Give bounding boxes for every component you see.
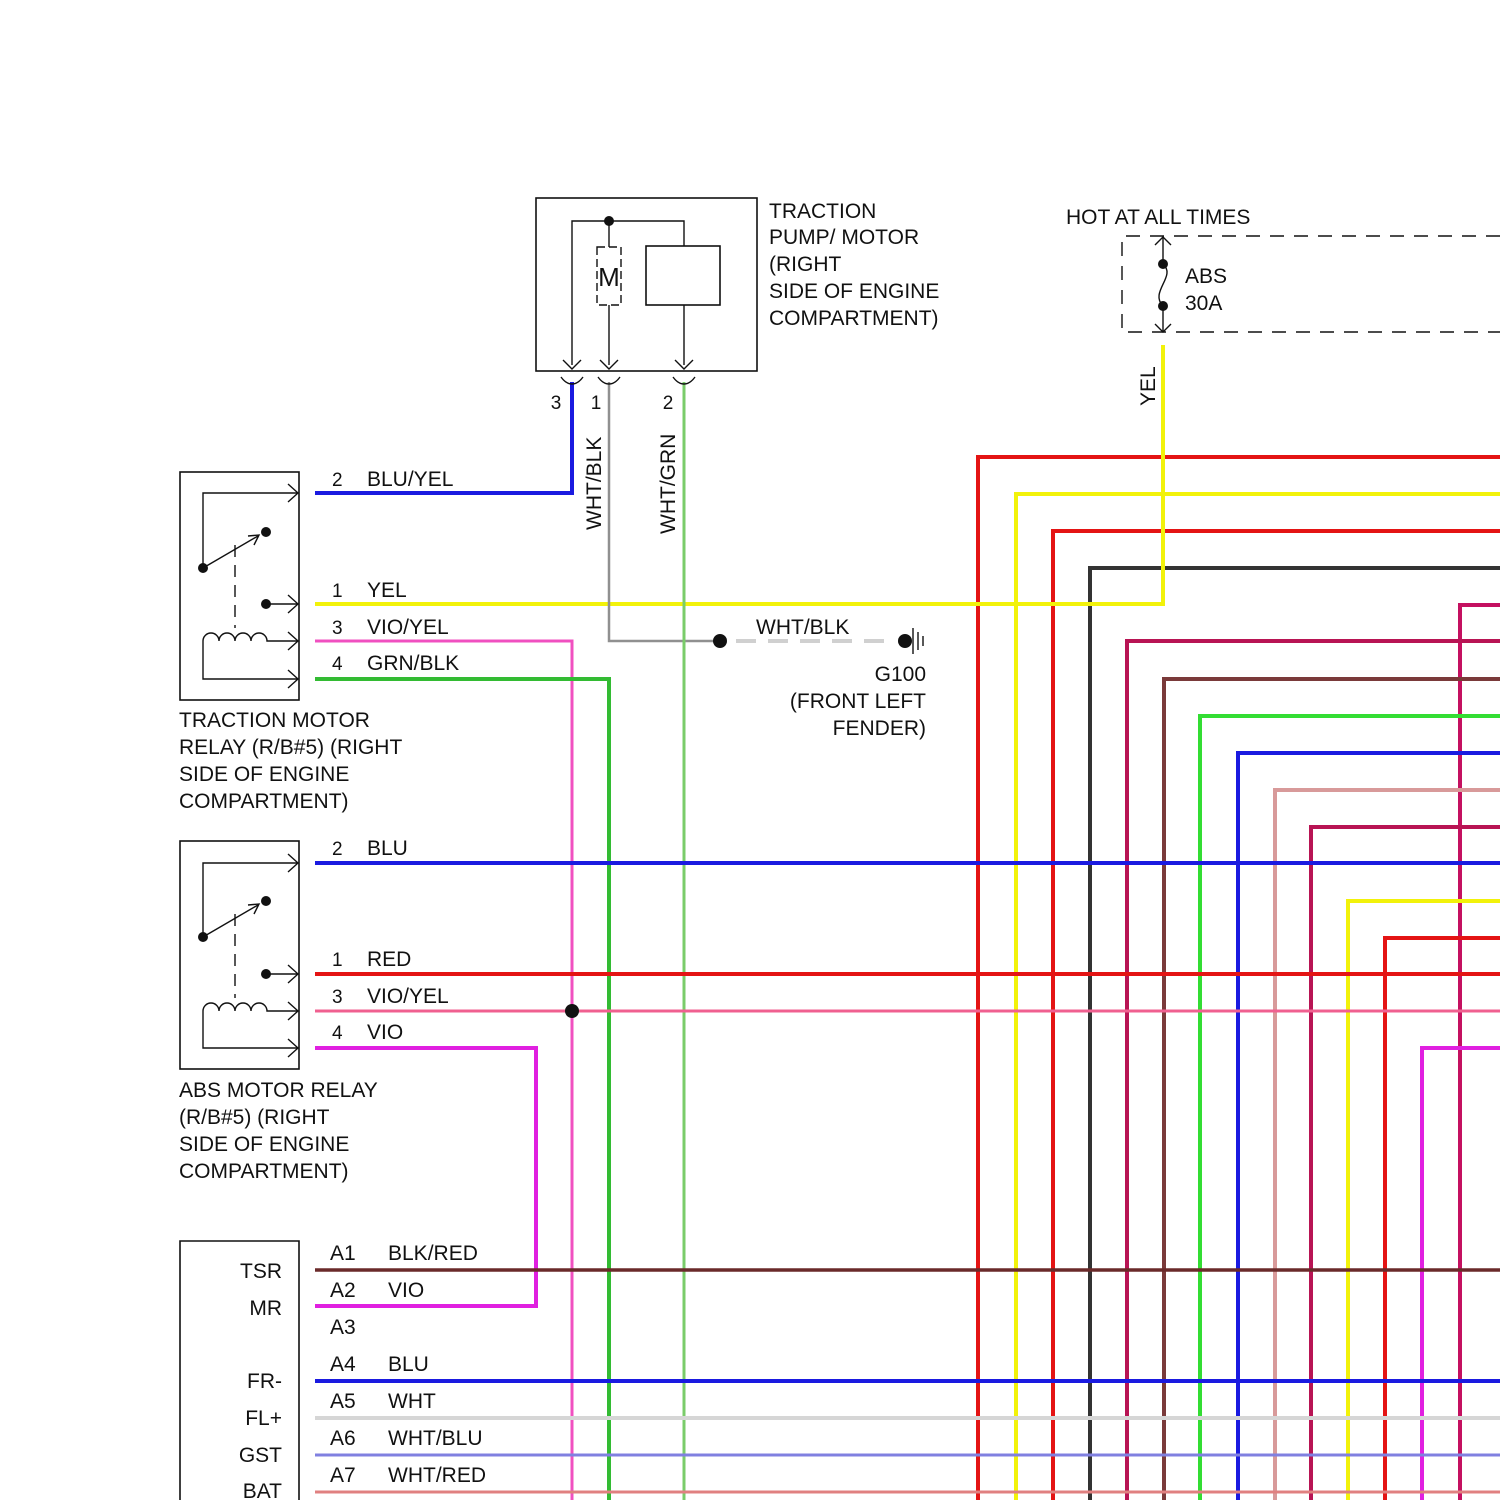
fuse-name: ABS <box>1185 265 1227 288</box>
traction-relay-title-line-2: RELAY (R/B#5) (RIGHT <box>179 736 402 759</box>
traction-pump-motor: M 3 1 2 TRACTION PUMP/ MOTOR (RIGHT SIDE… <box>536 198 939 534</box>
connector-pin-a4: A4 <box>330 1353 356 1376</box>
ground-name: G100 <box>875 663 926 686</box>
connector-func-a4: FR- <box>247 1370 282 1393</box>
abs-relay-pin-4: 4 <box>332 1023 343 1044</box>
pump-title-line-2: PUMP/ MOTOR <box>769 226 919 249</box>
relay-coil-2 <box>203 1003 298 1011</box>
connector-func-a2: MR <box>249 1297 282 1320</box>
abs-relay-pin-3: 3 <box>332 987 343 1008</box>
connector-func-a1: TSR <box>240 1260 282 1283</box>
connector-func-a5: FL+ <box>245 1407 282 1430</box>
wire-bundle <box>978 457 1500 1500</box>
connector-wire-a1: BLK/RED <box>388 1242 478 1265</box>
connector-pin-a2: A2 <box>330 1279 356 1302</box>
connector-pin-a6: A6 <box>330 1427 356 1450</box>
traction-relay-wire-4: GRN/BLK <box>367 652 459 675</box>
abs-relay-wire-2: BLU <box>367 837 408 860</box>
bundle-wire-blk <box>1090 568 1500 1500</box>
splice-vio-yel <box>565 1004 579 1018</box>
traction-relay-pin-4: 4 <box>332 654 343 675</box>
harness-wires <box>315 345 1500 1500</box>
relay-coil-1 <box>203 633 298 641</box>
connector-wire-a2: VIO <box>388 1279 424 1302</box>
connector-func-a6: GST <box>239 1444 282 1467</box>
pump-pin-1: 1 <box>591 393 602 414</box>
bundle-wire-mag-2 <box>1311 827 1500 1500</box>
pump-title-line-3: (RIGHT <box>769 253 841 276</box>
abs-relay-title-line-1: ABS MOTOR RELAY <box>179 1079 378 1102</box>
traction-relay-title-line-4: COMPARTMENT) <box>179 790 349 813</box>
ground-splice <box>713 634 727 648</box>
pump-symbol <box>646 246 720 305</box>
pump-pin-2: 2 <box>663 393 674 414</box>
control-module-connector: TSR A1 BLK/RED MR A2 VIO A3 FR- A4 BLU F… <box>180 1241 486 1500</box>
traction-relay-pin-2: 2 <box>332 470 343 491</box>
motor-glyph: M <box>598 262 620 292</box>
ground-wire-label: WHT/BLK <box>756 616 849 639</box>
connector-wire-a6: WHT/BLU <box>388 1427 483 1450</box>
ground-icon <box>913 628 923 654</box>
wire-label-yel-vertical: YEL <box>1137 366 1160 406</box>
bundle-wire-mag-1 <box>1127 641 1500 1500</box>
traction-relay-wire-2: BLU/YEL <box>367 468 453 491</box>
ground-g100: WHT/BLK G100 (FRONT LEFT FENDER) <box>713 616 926 740</box>
traction-relay-pin-3: 3 <box>332 618 343 639</box>
connector-pin-a7: A7 <box>330 1464 356 1487</box>
wire-label-wht-grn-vertical: WHT/GRN <box>657 434 680 534</box>
traction-relay-pin-1: 1 <box>332 581 343 602</box>
traction-relay-title-line-1: TRACTION MOTOR <box>179 709 370 732</box>
pump-pin-3: 3 <box>551 393 562 414</box>
abs-relay-wire-1: RED <box>367 948 411 971</box>
connector-pin-a5: A5 <box>330 1390 356 1413</box>
bundle-wire-red-3 <box>1385 938 1500 1500</box>
abs-relay-title-line-3: SIDE OF ENGINE <box>179 1133 349 1156</box>
fuse-symbol <box>1159 264 1167 306</box>
bundle-wire-brn <box>1164 679 1500 1500</box>
connector-pin-a1: A1 <box>330 1242 356 1265</box>
connector-wire-a5: WHT <box>388 1390 436 1413</box>
abs-relay-title-line-4: COMPARTMENT) <box>179 1160 349 1183</box>
connector-wire-a7: WHT/RED <box>388 1464 486 1487</box>
ground-location-line-2: FENDER) <box>833 717 926 740</box>
pump-title-line-4: SIDE OF ENGINE <box>769 280 939 303</box>
abs-relay-wire-3: VIO/YEL <box>367 985 449 1008</box>
connector-wire-a4: BLU <box>388 1353 429 1376</box>
abs-fuse-block: HOT AT ALL TIMES ABS 30A YEL <box>1066 206 1500 406</box>
traction-relay-wire-3: VIO/YEL <box>367 616 449 639</box>
bundle-wire-red-vio <box>1460 605 1500 1500</box>
abs-relay-wire-4: VIO <box>367 1021 403 1044</box>
traction-relay-wire-1: YEL <box>367 579 407 602</box>
pump-title-line-5: COMPARTMENT) <box>769 307 939 330</box>
ground-location-line-1: (FRONT LEFT <box>790 690 926 713</box>
wire-label-wht-blk-vertical: WHT/BLK <box>583 437 606 530</box>
ground-point <box>898 634 912 648</box>
traction-relay-title-line-3: SIDE OF ENGINE <box>179 763 349 786</box>
bundle-wire-pnk <box>1275 790 1500 1500</box>
abs-relay-pin-2: 2 <box>332 839 343 860</box>
abs-relay-pin-1: 1 <box>332 950 343 971</box>
connector-func-a7: BAT <box>243 1480 282 1500</box>
abs-relay-title-line-2: (R/B#5) (RIGHT <box>179 1106 330 1129</box>
fuse-rating: 30A <box>1185 292 1222 315</box>
connector-pin-a3: A3 <box>330 1316 356 1339</box>
hot-at-all-times-label: HOT AT ALL TIMES <box>1066 206 1250 229</box>
pump-title-line-1: TRACTION <box>769 200 876 223</box>
